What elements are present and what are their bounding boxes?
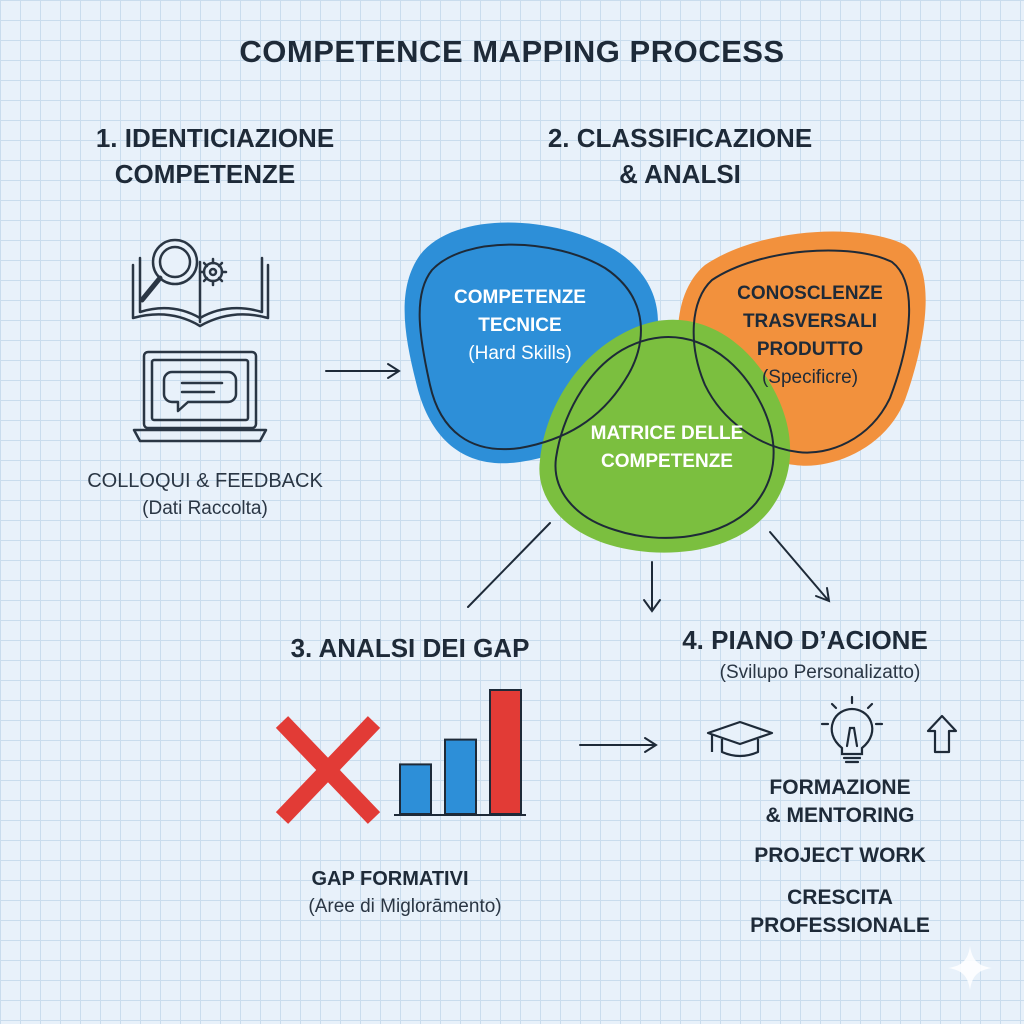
- plan-item-training: FORMAZIONE & MENTORING: [740, 774, 940, 830]
- outline-orange: [692, 249, 911, 454]
- step4-heading: 4. PIANO D’ACIONE: [682, 625, 928, 655]
- blob-hard-skills-label: COMPETENZE TECNICE (Hard Skills): [425, 284, 615, 368]
- matrix-line2: COMPETENZE: [601, 451, 733, 472]
- laptop-chat-icon: [132, 350, 268, 443]
- gap-bar: [489, 689, 522, 815]
- graduation-cap-icon: [706, 720, 774, 758]
- step1-heading-line1: 1. IDENTICIAZIONE: [95, 123, 335, 153]
- book-search-icon: [131, 238, 270, 328]
- step2-heading-line2: & ANALSI: [619, 159, 741, 189]
- plan-item-project-work: PROJECT WORK: [754, 844, 926, 867]
- plan-item-training-line2: & MENTORING: [765, 804, 915, 827]
- hard-skills-line2: TECNICE: [478, 315, 562, 336]
- bar-chart-icon: [399, 689, 522, 816]
- up-arrow-icon: [926, 714, 958, 754]
- arrow-matrix-to-plan-down: [643, 561, 661, 613]
- step4-sub: (Svilupo Personalizatto): [719, 662, 921, 683]
- step2-heading-line1: 2. CLASSIFICAZIONE: [547, 123, 813, 153]
- arrow-matrix-to-gap: [467, 522, 551, 608]
- plan-item-training-line1: FORMAZIONE: [769, 776, 911, 799]
- arrow-gap-to-plan: [579, 737, 658, 753]
- outline-blue: [418, 243, 642, 451]
- gap-bar: [399, 763, 432, 816]
- soft-skills-line2: TRASVERSALI: [742, 311, 878, 332]
- step1-sub: (Dati Raccolta): [142, 498, 268, 519]
- hard-skills-line1: COMPETENZE: [454, 287, 586, 308]
- soft-skills-sub: (Specificre): [761, 367, 859, 388]
- soft-skills-line3: PRODUTTO: [756, 339, 864, 360]
- blob-matrix: [539, 319, 791, 553]
- plan-item-growth-line2: PROFESSIONALE: [750, 914, 930, 937]
- gap-bar: [444, 738, 477, 815]
- blob-matrix-label: MATRICE DELLE COMPETENZE: [572, 420, 762, 476]
- outline-green: [554, 336, 775, 539]
- plan-item-growth-line1: CRESCITA: [787, 886, 893, 909]
- hard-skills-sub: (Hard Skills): [468, 343, 572, 364]
- step1-heading-line2: COMPETENZE: [114, 159, 296, 189]
- step3-heading: 3. ANALSI DEI GAP: [290, 633, 530, 663]
- lightbulb-icon: [820, 695, 884, 764]
- blob-soft-skills-label: CONOSCLENZE TRASVERSALI PRODUTTO (Specif…: [720, 280, 900, 392]
- matrix-line1: MATRICE DELLE: [590, 423, 744, 444]
- page-title: COMPETENCE MAPPING PROCESS: [239, 34, 785, 69]
- plan-item-growth: CRESCITA PROFESSIONALE: [740, 884, 940, 940]
- soft-skills-line1: CONOSCLENZE: [737, 283, 883, 304]
- step2-heading: 2. CLASSIFICAZIONE & ANALSI: [520, 120, 840, 192]
- sparkle-icon: [948, 946, 992, 990]
- step3-sub: (Aree di Miglorāmento): [308, 896, 502, 917]
- arrow-matrix-to-plan-diag: [769, 531, 831, 603]
- arrow-step1-to-step2: [325, 363, 401, 379]
- step1-heading: 1. IDENTICIAZIONE COMPETENZE: [60, 120, 370, 192]
- step1-caption: COLLOQUI & FEEDBACK: [87, 470, 323, 492]
- step3-caption: GAP FORMATIVI: [311, 868, 469, 890]
- red-x-icon: [275, 716, 381, 824]
